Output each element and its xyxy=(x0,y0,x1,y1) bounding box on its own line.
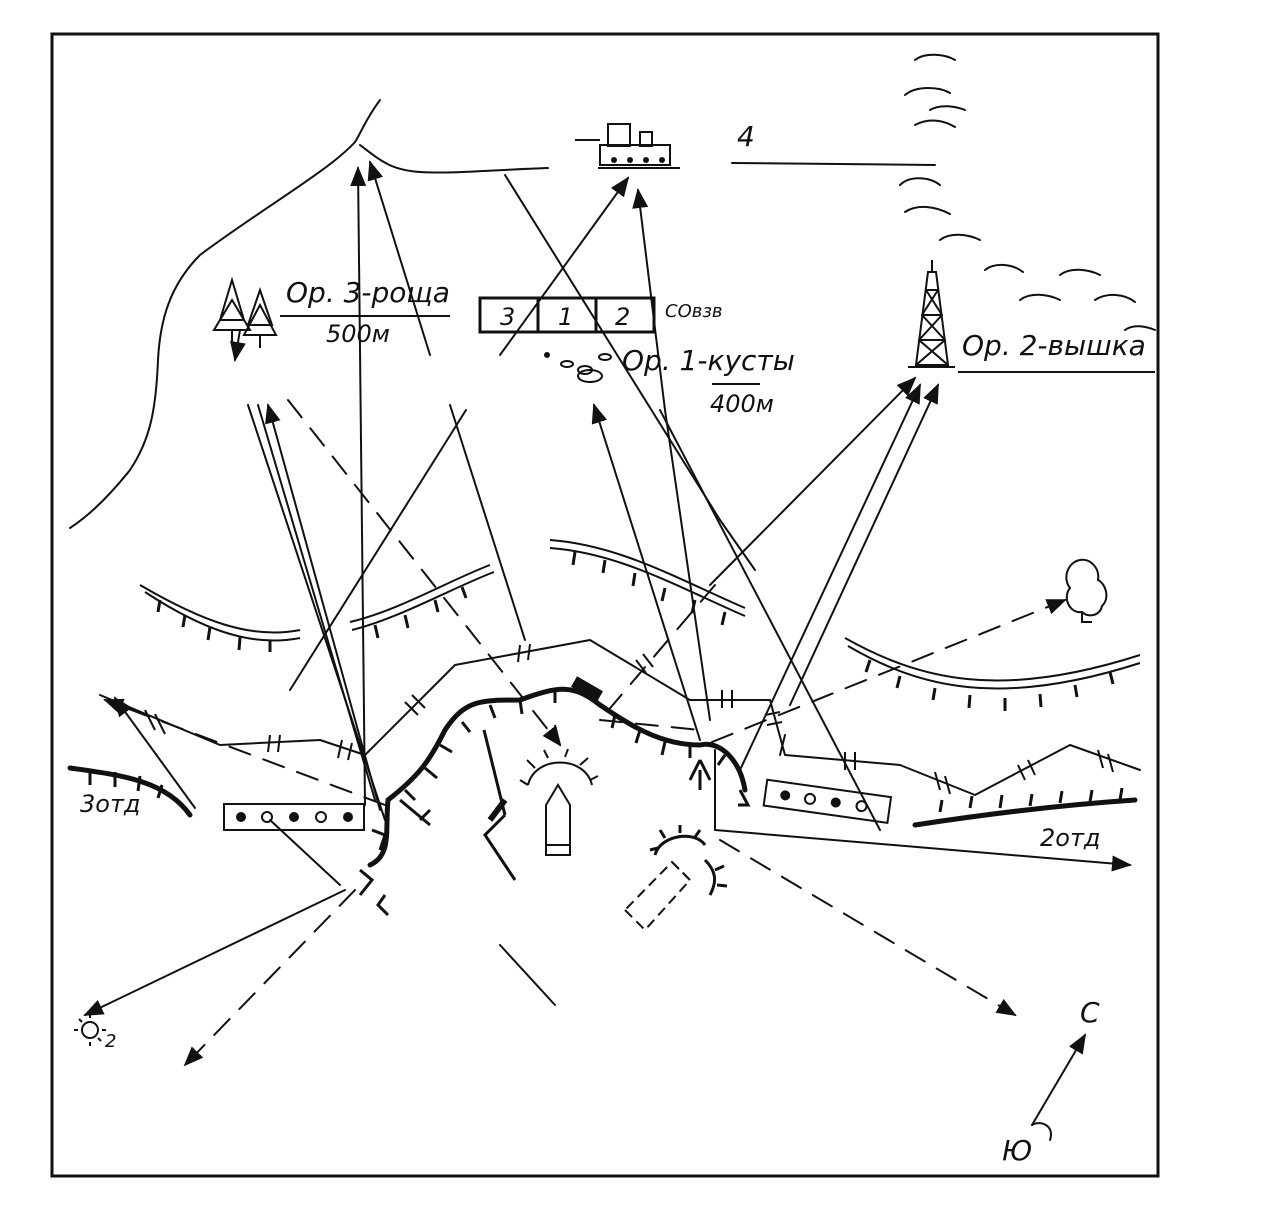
vegetation-edge xyxy=(899,53,1156,331)
trench-teeth xyxy=(88,690,1124,813)
landmark-1-distance: 400м xyxy=(710,390,774,418)
platoon-cell-3: 3 xyxy=(500,303,515,331)
tank-icon xyxy=(519,724,599,856)
target-number-4: 4 xyxy=(737,120,755,153)
map-frame xyxy=(50,32,1160,1178)
fire-sector-lines xyxy=(230,160,939,831)
sun-reference-number: 2 xyxy=(105,1031,116,1052)
grove-trees-icon xyxy=(212,276,278,348)
road-line xyxy=(359,144,549,174)
compass-arrow-icon xyxy=(1031,1033,1087,1141)
terrain-boundary-line xyxy=(69,99,381,529)
machine-gun-position xyxy=(482,729,517,881)
main-trench xyxy=(385,686,748,803)
dugout-right xyxy=(649,825,728,896)
compass-south-label: Ю xyxy=(1002,1134,1032,1167)
obstacle-hatching xyxy=(156,551,1115,711)
landmark-3-distance: 500м xyxy=(326,320,390,348)
squad-2-label: 2отд xyxy=(1040,824,1101,852)
lone-tree-icon xyxy=(1065,558,1108,623)
trench-fortified-segment xyxy=(571,676,603,702)
dugout-left xyxy=(358,798,432,917)
commander-post-icon xyxy=(688,759,751,807)
signal-post-right xyxy=(762,778,893,825)
compass-north-label: С xyxy=(1080,996,1100,1029)
trench-squad-2 xyxy=(912,797,1138,828)
locomotive-icon xyxy=(575,123,680,169)
road-line-right xyxy=(731,162,936,166)
tower-icon xyxy=(908,260,955,368)
squad-3-label: 3отд xyxy=(80,790,141,818)
platoon-cell-1: 1 xyxy=(558,303,573,331)
wire-fence-line xyxy=(99,639,1141,796)
dashed-sector-lines xyxy=(103,399,1067,806)
fence-ticks xyxy=(144,643,1114,795)
landmark-1-label: Ор. 1-кусты xyxy=(622,344,795,377)
platoon-tag: СОвзв xyxy=(665,301,723,322)
landmark-3-label: Ор. 3-роща xyxy=(286,276,450,309)
sun-reference-icon xyxy=(74,1014,106,1046)
obstacle-lines xyxy=(139,539,1141,690)
rear-direction-lines xyxy=(83,696,1132,1067)
landmark-2-label: Ор. 2-вышка xyxy=(962,329,1146,362)
trench-connection xyxy=(367,797,391,868)
signal-post-left xyxy=(223,803,365,831)
platoon-cell-2: 2 xyxy=(615,303,630,331)
vehicle-dashed-icon xyxy=(623,860,692,932)
bushes-icon xyxy=(544,352,612,383)
